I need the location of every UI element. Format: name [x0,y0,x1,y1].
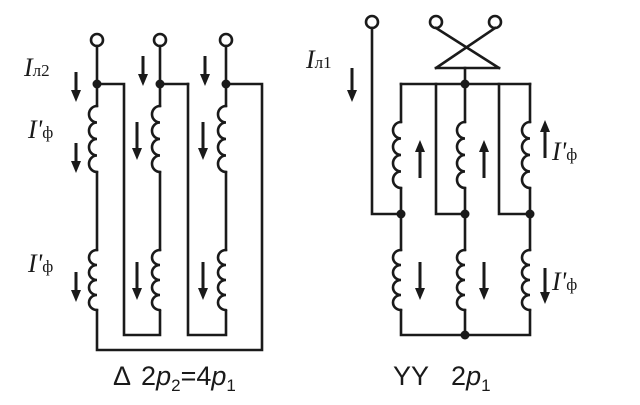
yy-upper-verticals [399,82,532,252]
terminal-right-1 [364,14,380,30]
delta-phase2-wire [158,44,228,337]
junction-dot [460,79,470,89]
junction-dot [460,209,470,219]
terminal-left-3 [218,32,234,48]
arrow-down [198,262,208,300]
arrow-down [132,122,142,160]
junction-dot [525,209,535,219]
delta-phase1-coil-wire [95,82,264,352]
coil [455,120,467,190]
coil [87,248,99,312]
arrow-down [200,56,210,86]
coil [87,104,99,174]
arrow-up [540,120,550,158]
junction-dot [92,79,102,89]
yy-lead-1 [370,26,403,216]
arrow-down [71,272,81,302]
junction-dot [221,79,231,89]
junction-dot [396,209,406,219]
arrow-down [415,262,425,300]
coil [391,248,403,312]
coil [455,248,467,312]
junction-dot [155,79,165,89]
coil [150,248,162,312]
terminal-left-1 [89,32,105,48]
yy-coils [391,120,532,312]
arrow-down [71,72,81,102]
coil [520,120,532,190]
coil [520,248,532,312]
arrow-down [479,262,489,300]
terminal-right-3 [487,14,503,30]
coil [150,104,162,174]
coil [216,104,228,174]
line-current-label-1: Iл1 [305,45,332,74]
delta-coils [87,104,228,312]
phase-current-label: I'ф [551,267,577,296]
crossed-leads [434,26,501,70]
phase-current-label: I'ф [27,115,53,144]
phase-current-label: I'ф [551,137,577,166]
arrow-down [71,143,81,173]
coil [216,248,228,312]
phase-current-label: I'ф [27,249,53,278]
arrow-down [540,268,550,304]
delta-phase1-wire [95,44,162,337]
yy-middle-links [434,82,532,216]
terminal-right-2 [428,14,444,30]
arrow-down [138,56,148,86]
coil [391,120,403,190]
terminal-left-2 [152,32,168,48]
arrow-down [132,262,142,300]
arrow-down [347,68,357,102]
delta-current-arrows [71,56,210,302]
arrow-up [415,140,425,178]
arrow-down [198,122,208,160]
yy-current-arrows [347,68,550,304]
junction-dot [460,330,470,340]
line-current-label-2: Iл2 [23,53,50,82]
arrow-up [479,140,489,178]
